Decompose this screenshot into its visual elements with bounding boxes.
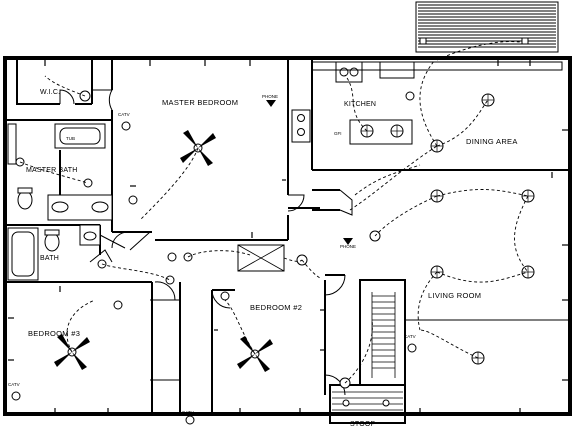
svg-text:PHONE: PHONE (340, 244, 356, 249)
room-label-master-bedroom: MASTER BEDROOM (162, 98, 238, 107)
stairs (371, 292, 396, 378)
svg-text:CATV: CATV (404, 334, 416, 339)
svg-text:CATV: CATV (118, 112, 130, 117)
bath-fixtures (7, 123, 113, 281)
catv-marker-bedroom3: CATV (8, 382, 21, 401)
smoke-detectors (113, 195, 230, 310)
ceiling-fan-bedroom3 (54, 334, 90, 370)
room-label-master-bath: MASTER BATH (26, 167, 77, 174)
kitchen-fixtures (291, 61, 563, 145)
stoop (329, 384, 406, 424)
room-label-bath: BATH (40, 255, 59, 262)
room-label-bedroom2: BEDROOM #2 (250, 303, 302, 312)
deck (415, 1, 559, 53)
hall-box-light (237, 244, 285, 272)
room-label-dining-area: DINING AREA (466, 137, 518, 146)
svg-text:PHONE: PHONE (262, 94, 278, 99)
catv-marker-master: CATV (118, 112, 131, 131)
wiring-runs (19, 41, 529, 384)
doors (59, 89, 353, 396)
outlets (8, 60, 568, 412)
svg-text:CATV: CATV (8, 382, 20, 387)
svg-text:CATV: CATV (182, 410, 194, 415)
room-label-bedroom3: BEDROOM #3 (28, 329, 80, 338)
room-label-kitchen: KITCHEN (344, 101, 376, 108)
catv-marker-living: CATV (404, 334, 417, 353)
gfi-label: GFI (334, 131, 342, 136)
catv-marker-bedroom2: CATV (182, 410, 195, 425)
phone-marker-master: PHONE (262, 94, 278, 107)
room-label-stoop: STOOP (350, 421, 376, 428)
room-label-living-room: LIVING ROOM (428, 291, 481, 300)
tub-label: TUB (66, 136, 75, 141)
phone-marker-living: PHONE (340, 238, 356, 249)
exterior-walls (3, 56, 572, 416)
room-label-wic: W.I.C. (40, 89, 60, 96)
